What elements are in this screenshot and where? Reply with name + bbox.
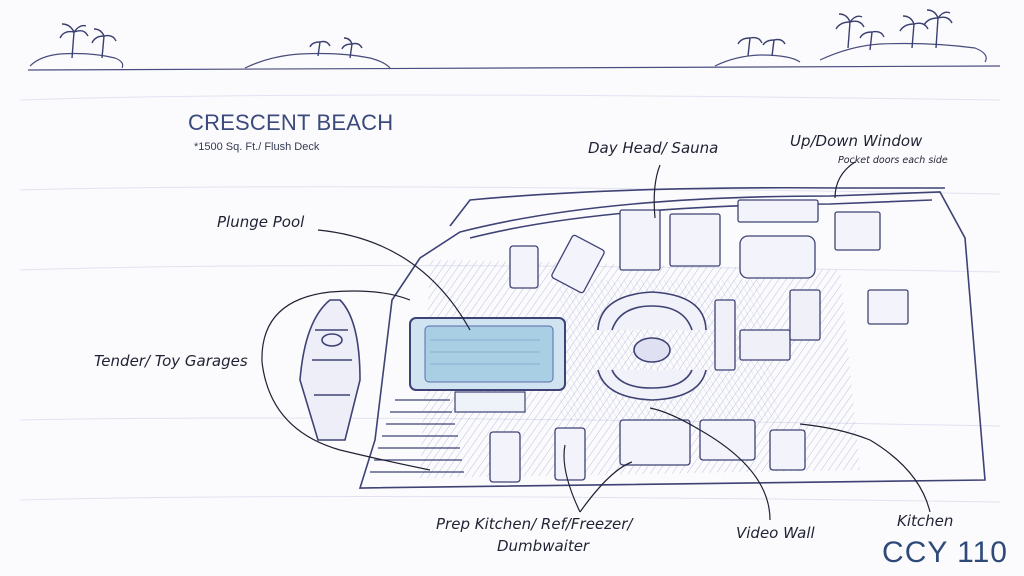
- brand-logo-text: CCY 110: [882, 536, 1008, 569]
- label-video-wall: Video Wall: [736, 524, 815, 542]
- circular-lounge: [597, 291, 707, 401]
- deck-furniture: [489, 199, 909, 483]
- aft-steps: [370, 399, 464, 473]
- page-title: CRESCENT BEACH: [188, 110, 394, 135]
- label-prep-kitchen-line2: Dumbwaiter: [497, 537, 590, 555]
- label-day-head-sauna: Day Head/ Sauna: [588, 139, 719, 157]
- page-subtitle: *1500 Sq. Ft./ Flush Deck: [194, 141, 320, 153]
- leader-lines: [261, 161, 931, 521]
- tender-boat: [299, 299, 361, 441]
- label-kitchen: Kitchen: [897, 512, 954, 530]
- label-up-down-window: Up/Down Window: [790, 132, 923, 150]
- label-pocket-doors: Pocket doors each side: [838, 155, 948, 166]
- horizon-islands: [27, 42, 1001, 71]
- video-wall-area: [714, 289, 821, 371]
- label-prep-kitchen-line1: Prep Kitchen/ Ref/Freezer/: [436, 515, 633, 533]
- palm-trees: [59, 9, 953, 59]
- label-tender-garages: Tender/ Toy Garages: [94, 352, 248, 370]
- label-plunge-pool: Plunge Pool: [217, 213, 305, 231]
- plunge-pool: [409, 317, 566, 413]
